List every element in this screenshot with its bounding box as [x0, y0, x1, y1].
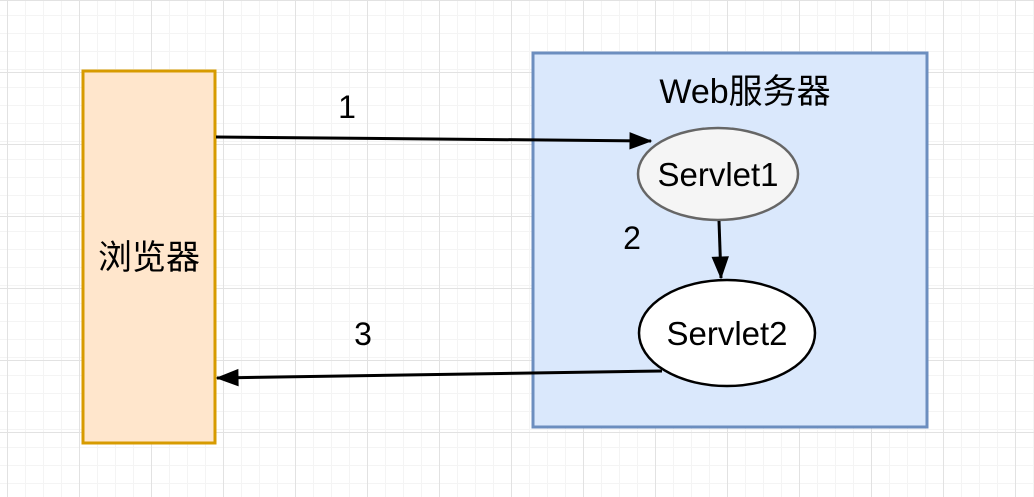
- servlet2-label: Servlet2: [666, 315, 787, 352]
- arrow-servlet1-to-servlet2: [711, 220, 729, 280]
- servlet1-ellipse: [636, 126, 800, 222]
- web-server-label: Web服务器: [659, 73, 830, 111]
- arrow-servlet2-to-browser: [215, 368, 663, 387]
- arrow1-label: 1: [338, 89, 356, 125]
- servlet1-label: Servlet1: [657, 156, 778, 193]
- browser-box: [81, 69, 217, 445]
- arrow2-label: 2: [623, 220, 641, 256]
- arrow-browser-to-servlet1: [215, 132, 653, 150]
- servlet2-ellipse: [637, 278, 817, 388]
- arrow3-label: 3: [354, 316, 372, 352]
- browser-label: 浏览器: [98, 239, 200, 277]
